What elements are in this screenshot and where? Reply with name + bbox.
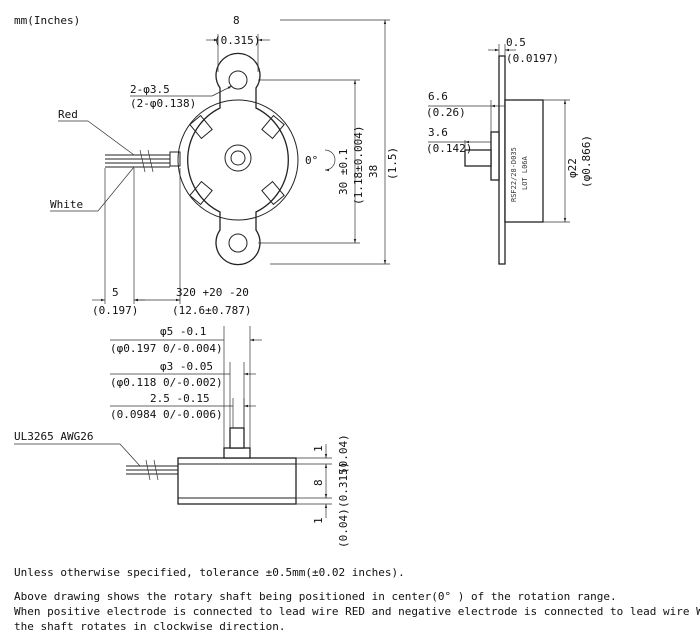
- dim-strip-in: (0.197): [92, 304, 138, 317]
- bottom-shaft: [229, 427, 245, 449]
- mounting-plate: [187, 52, 289, 266]
- dim-height-in: (1.5): [386, 147, 399, 180]
- dim-boss-dia-in: (φ0.197 0/-0.004): [110, 342, 223, 355]
- label-red: Red: [58, 108, 78, 121]
- bottom-mounting-hole: [228, 233, 248, 253]
- cable-label: UL3265 AWG26: [14, 430, 93, 443]
- dim-lead: 320 +20 -20: [176, 286, 249, 299]
- side-plate: [498, 55, 506, 265]
- dim-shaft-dia-in: (φ0.118 0/-0.002): [110, 376, 223, 389]
- side-boss: [490, 131, 500, 181]
- dim-hole-in: (2-φ0.138): [130, 97, 196, 110]
- clip-bottom-right: [261, 180, 285, 206]
- bottom-boss: [223, 447, 251, 459]
- bottom-view: φ5 -0.1 (φ0.197 0/-0.004) φ3 -0.05 (φ0.1…: [14, 325, 350, 548]
- dim-boss-in: (0.26): [426, 106, 466, 119]
- dim-plate: 0.5: [506, 36, 526, 49]
- dim-strip: 5: [112, 286, 119, 299]
- dim-body-in: (0.315): [337, 462, 350, 508]
- dim-height: 38: [367, 165, 380, 178]
- dim-lead-in: (12.6±0.787): [172, 304, 251, 317]
- dim-width: 8: [233, 14, 240, 27]
- dim-top: 1: [312, 445, 325, 452]
- note-line3: the shaft rotates in clockwise direction…: [14, 620, 286, 633]
- clip-top-right: [261, 114, 285, 140]
- bottom-body: [177, 457, 297, 505]
- note-line1: Above drawing shows the rotary shaft bei…: [14, 590, 617, 603]
- dim-shaft-dia: φ3 -0.05: [160, 360, 213, 373]
- front-view: 8 (0.315) 2-φ3.5 (2-φ0.138) Red White 0°…: [50, 14, 399, 317]
- label-line2: LOT L06A: [521, 155, 529, 190]
- dim-width-in: (0.315): [214, 34, 260, 47]
- dim-hole-pitch: 30 ±0.1: [337, 149, 350, 195]
- dim-shaft-len-in: (0.142): [426, 142, 472, 155]
- dim-boss-dia: φ5 -0.1: [160, 325, 206, 338]
- motor-body-outline: [177, 99, 299, 221]
- dim-boss: 6.6: [428, 90, 448, 103]
- clip-bottom-left: [189, 180, 213, 206]
- shaft: [230, 150, 246, 166]
- shaft-boss: [224, 144, 252, 172]
- dim-dia: φ22: [566, 158, 579, 178]
- top-mounting-hole: [228, 70, 248, 90]
- label-white: White: [50, 198, 83, 211]
- angle-label: 0°: [305, 154, 318, 167]
- side-shaft: [464, 149, 492, 167]
- dim-hole-pitch-in: (1.18±0.004): [352, 126, 365, 205]
- dim-plate-in: (0.0197): [506, 52, 559, 65]
- dim-shaft-len: 3.6: [428, 126, 448, 139]
- units-label: mm(Inches): [14, 14, 80, 27]
- dim-top-in: (0.04): [337, 434, 350, 474]
- dim-body: 8: [312, 479, 325, 486]
- dim-hole: 2-φ3.5: [130, 83, 170, 96]
- dim-flat-in: (0.0984 0/-0.006): [110, 408, 223, 421]
- note-tolerance: Unless otherwise specified, tolerance ±0…: [14, 566, 405, 579]
- clip-top-left: [189, 114, 213, 140]
- dim-flat: 2.5 -0.15: [150, 392, 210, 405]
- dim-bottom-in: (0.04): [337, 508, 350, 548]
- side-view: RSF22/28-D035 LOT L06A 0.5 (0.0197) 6.6 …: [426, 36, 593, 265]
- side-body: [504, 99, 544, 223]
- label-line1: RSF22/28-D035: [510, 147, 518, 202]
- dim-bottom: 1: [312, 517, 325, 524]
- note-line2: When positive electrode is connected to …: [14, 605, 700, 618]
- dim-dia-in: (φ0.866): [580, 135, 593, 188]
